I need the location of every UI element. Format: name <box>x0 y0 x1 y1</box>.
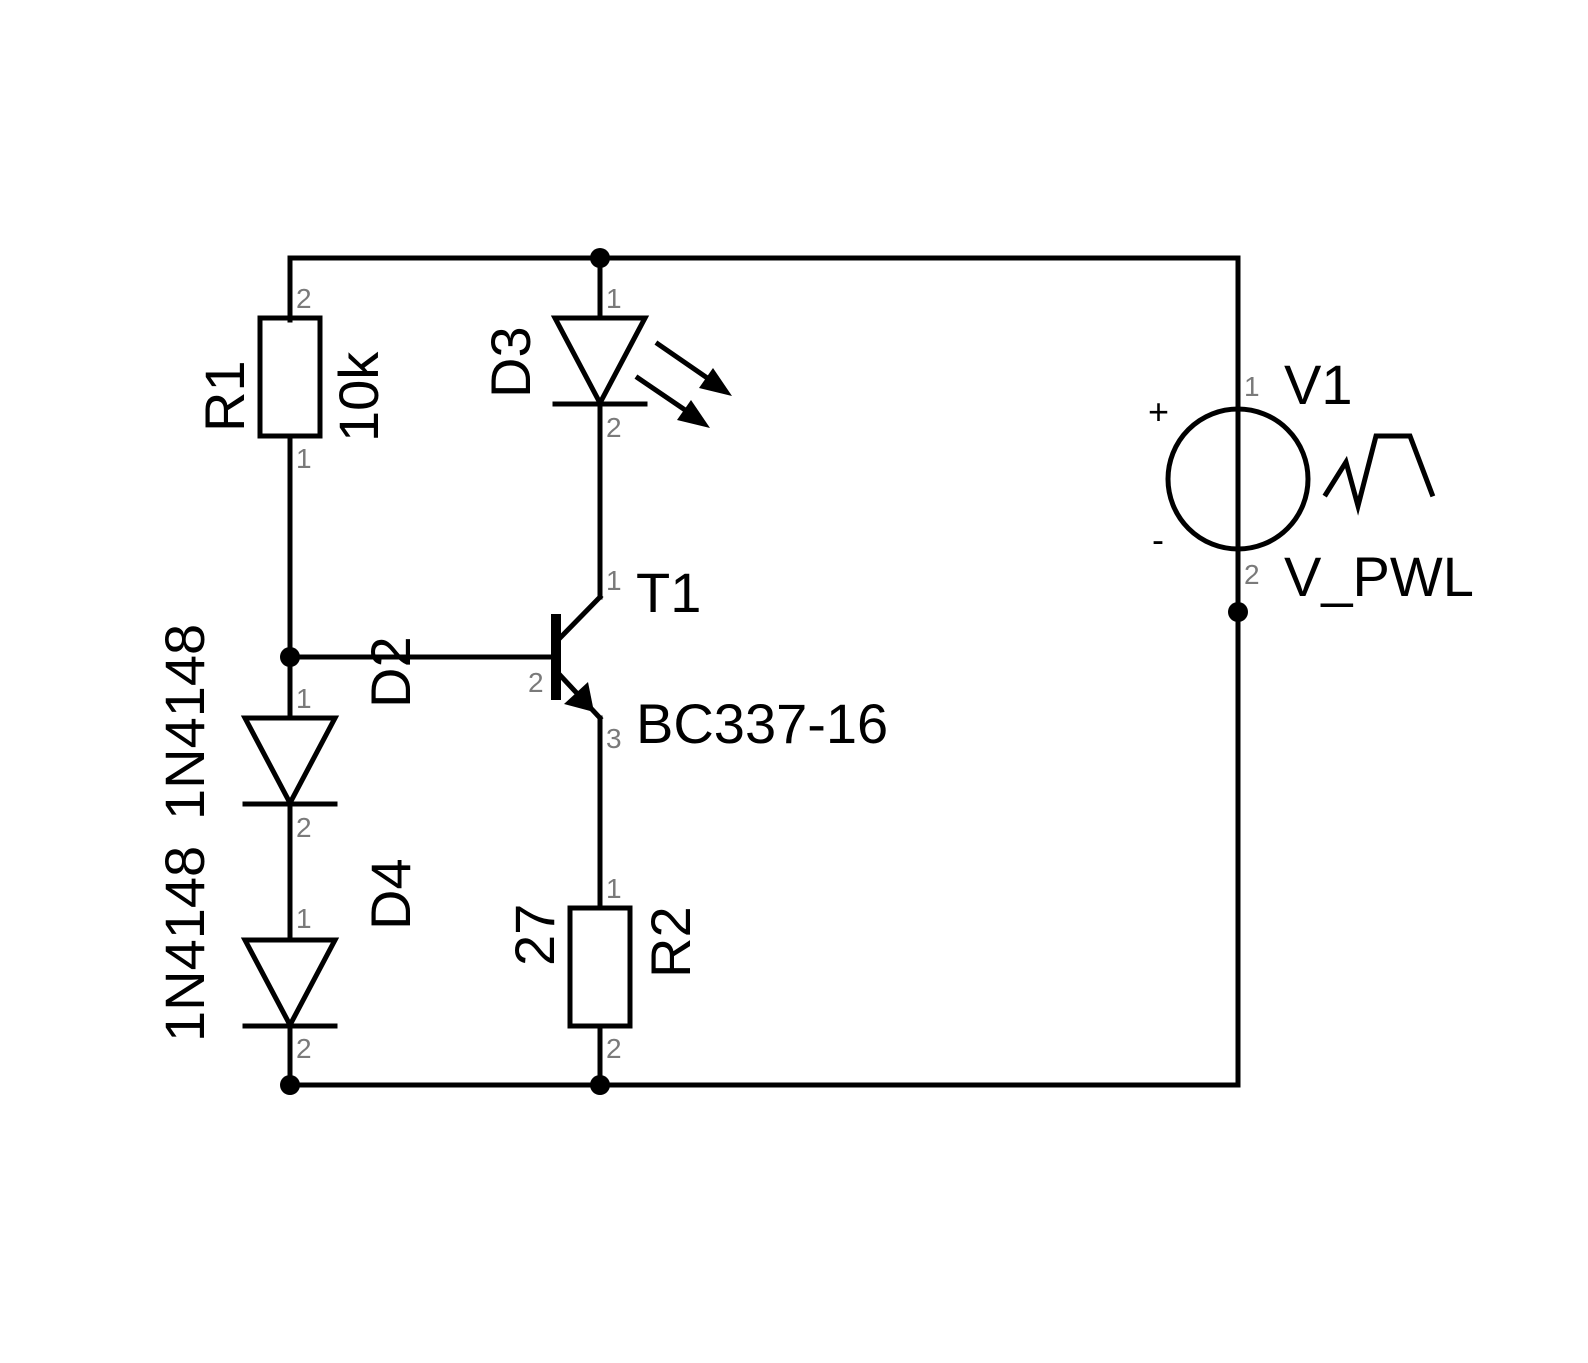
d4-pin-bottom: 2 <box>296 1033 312 1064</box>
r2-ref-label: R2 <box>639 906 702 978</box>
wire-top-rail <box>287 255 1241 413</box>
junction-top <box>590 248 610 268</box>
junction-v1 <box>1228 602 1248 622</box>
d2-value-label: 1N4148 <box>153 624 216 820</box>
transistor-t1: 1 2 3 T1 BC337-16 <box>528 561 888 755</box>
t1-ref-label: T1 <box>636 561 701 624</box>
r1-ref-label: R1 <box>193 360 256 432</box>
diode-d4-triangle <box>240 937 340 1031</box>
t1-pin-emitter: 3 <box>606 723 622 754</box>
r2-pin-top: 1 <box>606 873 622 904</box>
light-arrows-icon <box>634 340 732 428</box>
diode-d2-triangle <box>240 715 340 809</box>
led-d3-triangle <box>550 315 650 409</box>
v1-plus-sign: + <box>1148 391 1169 432</box>
r1-value-label: 10k <box>327 351 390 442</box>
t1-pin-base: 2 <box>528 667 544 698</box>
transistor-t1-emitter-arrow <box>564 682 594 712</box>
v1-pin-bottom: 2 <box>1244 559 1260 590</box>
d2-ref-label: D2 <box>359 636 422 708</box>
led-d3: 1 2 D3 <box>479 283 732 443</box>
v1-ref-label: V1 <box>1284 353 1353 416</box>
r2-value-label: 27 <box>503 904 566 966</box>
r2-pin-bottom: 2 <box>606 1033 622 1064</box>
junction-bottom-mid <box>590 1075 610 1095</box>
diode-d4: 1 2 D4 1N4148 <box>153 846 422 1064</box>
wire-bottom-rail <box>287 545 1241 1088</box>
d4-pin-top: 1 <box>296 903 312 934</box>
resistor-r2-body <box>567 905 633 1029</box>
resistor-r1-body <box>257 315 323 439</box>
v1-minus-sign: - <box>1152 519 1164 560</box>
v1-value-label: V_PWL <box>1284 545 1474 608</box>
d3-pin-bottom: 2 <box>606 412 622 443</box>
r1-pin-bottom: 1 <box>296 443 312 474</box>
t1-value-label: BC337-16 <box>636 692 888 755</box>
d2-pin-top: 1 <box>296 683 312 714</box>
t1-pin-collector: 1 <box>606 565 622 596</box>
junctions <box>280 248 1248 1095</box>
junction-bottom-left <box>280 1075 300 1095</box>
pwl-waveform-icon <box>1322 433 1436 516</box>
d3-pin-top: 1 <box>606 283 622 314</box>
junction-base <box>280 647 300 667</box>
d4-ref-label: D4 <box>359 858 422 930</box>
diode-d2: 1 2 D2 1N4148 <box>153 624 422 843</box>
resistor-r1: 2 1 R1 10k <box>193 283 390 474</box>
wires <box>287 255 1241 1088</box>
d2-pin-bottom: 2 <box>296 812 312 843</box>
r1-pin-top: 2 <box>296 283 312 314</box>
voltage-source-v1: + - 1 2 V1 V_PWL <box>1148 353 1474 608</box>
v1-pin-top: 1 <box>1244 371 1260 402</box>
resistor-r2: 1 2 27 R2 <box>503 873 702 1064</box>
transistor-t1-collector-lead <box>554 593 604 644</box>
d4-value-label: 1N4148 <box>153 846 216 1042</box>
d3-ref-label: D3 <box>479 326 542 398</box>
